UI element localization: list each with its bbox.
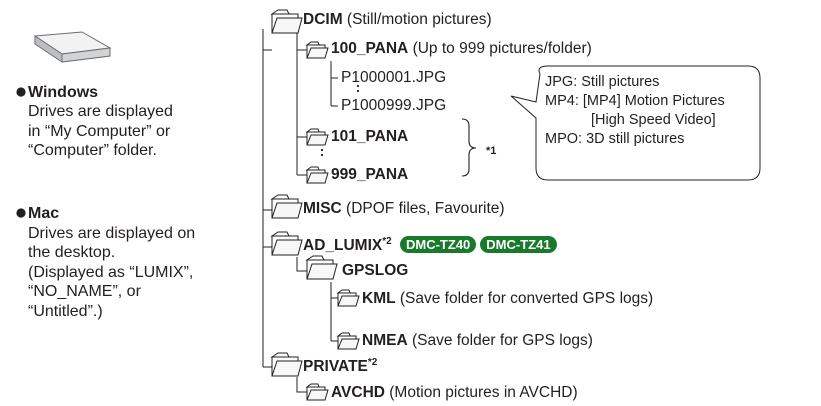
windows-heading: Windows bbox=[28, 84, 99, 101]
file-last: P1000999.JPG bbox=[341, 97, 447, 114]
folder-ad-lumix-name: AD_LUMIX bbox=[303, 237, 383, 254]
folder-icon-100-pana bbox=[306, 41, 329, 59]
folder-999-pana: 999_PANA bbox=[331, 166, 409, 183]
folder-misc: MISC (DPOF files, Favourite) bbox=[303, 200, 505, 218]
callout-bubble bbox=[510, 65, 761, 181]
footnote-1: *1 bbox=[486, 145, 497, 157]
folder-misc-desc: (DPOF files, Favourite) bbox=[341, 200, 505, 217]
folder-private-mark: *2 bbox=[367, 357, 378, 368]
folder-dcim-name: DCIM bbox=[303, 11, 343, 28]
folder-avchd: AVCHD (Motion pictures in AVCHD) bbox=[331, 384, 578, 402]
folder-icon-gpslog bbox=[306, 255, 338, 280]
mac-line-4: “NO_NAME”, or bbox=[28, 283, 141, 300]
drive-icon bbox=[33, 31, 112, 63]
mac-line-5: “Untitled”.) bbox=[28, 302, 103, 320]
folder-nmea-name: NMEA bbox=[362, 332, 408, 349]
folder-kml: KML (Save folder for converted GPS logs) bbox=[362, 290, 653, 308]
folder-dcim: DCIM (Still/motion pictures) bbox=[303, 11, 492, 29]
mac-line-3: (Displayed as “LUMIX”, bbox=[28, 263, 194, 281]
folder-100-pana: 100_PANA (Up to 999 pictures/folder) bbox=[331, 40, 592, 58]
folder-kml-name: KML bbox=[362, 290, 396, 307]
model-badge-tz41: DMC-TZ41 bbox=[480, 236, 557, 253]
mac-line-2: the desktop. bbox=[28, 244, 116, 261]
model-badge-tz40: DMC-TZ40 bbox=[400, 236, 477, 253]
folder-icon-999-pana bbox=[306, 166, 329, 184]
folder-101-pana: 101_PANA bbox=[331, 128, 409, 145]
windows-line-1: Drives are displayed bbox=[28, 103, 173, 120]
callout-line-mp4: MP4: [MP4] Motion Pictures bbox=[545, 93, 725, 109]
folder-nmea-desc: (Save folder for GPS logs) bbox=[407, 332, 593, 349]
bullet-windows bbox=[16, 87, 26, 97]
folder-misc-name: MISC bbox=[303, 200, 342, 217]
folder-icon-101-pana bbox=[306, 128, 329, 146]
bullet-mac bbox=[16, 208, 26, 218]
mac-line-1: Drives are displayed on bbox=[28, 224, 196, 242]
ellipsis-dots bbox=[320, 84, 360, 157]
folder-icon-private bbox=[271, 352, 303, 377]
folder-icon-nmea bbox=[337, 332, 360, 350]
folder-nmea: NMEA (Save folder for GPS logs) bbox=[362, 332, 593, 350]
folder-icon-ad-lumix bbox=[271, 231, 303, 256]
windows-line-3: “Computer” folder. bbox=[28, 142, 157, 159]
callout-line-hsv: [High Speed Video] bbox=[591, 112, 716, 128]
file-first: P1000001.JPG bbox=[341, 69, 447, 86]
folder-icon-misc bbox=[271, 194, 303, 219]
folder-100-pana-desc: (Up to 999 pictures/folder) bbox=[408, 40, 592, 57]
folder-icon-dcim bbox=[271, 9, 303, 34]
folder-avchd-desc: (Motion pictures in AVCHD) bbox=[384, 384, 578, 401]
folder-icon-kml bbox=[337, 289, 360, 307]
folder-100-pana-name: 100_PANA bbox=[331, 40, 409, 57]
callout-line-mpo: MPO: 3D still pictures bbox=[545, 131, 685, 147]
folder-private: PRIVATE*2 bbox=[303, 357, 378, 378]
folder-kml-desc: (Save folder for converted GPS logs) bbox=[395, 290, 654, 307]
callout-line-jpg: JPG: Still pictures bbox=[545, 74, 660, 90]
folder-icon-avchd bbox=[306, 383, 329, 401]
folder-ad-lumix-mark: *2 bbox=[382, 236, 392, 247]
folder-dcim-desc: (Still/motion pictures) bbox=[342, 11, 492, 28]
group-brace bbox=[461, 118, 477, 177]
folder-private-name: PRIVATE bbox=[303, 358, 368, 375]
windows-line-2: in “My Computer” or bbox=[28, 122, 171, 140]
folder-avchd-name: AVCHD bbox=[331, 384, 385, 401]
mac-heading: Mac bbox=[28, 205, 60, 222]
folder-gpslog: GPSLOG bbox=[342, 262, 409, 279]
